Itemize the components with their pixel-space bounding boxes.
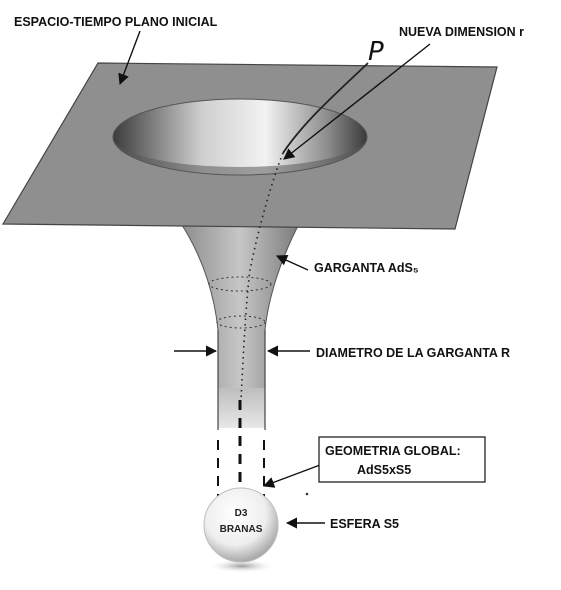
hole-inner-shade (113, 137, 367, 175)
label-throat-diameter: DIAMETRO DE LA GARGANTA R (316, 346, 510, 360)
label-throat: GARGANTA AdS₅ (314, 261, 419, 275)
label-point-p: P (368, 37, 384, 67)
global-geometry-box (318, 436, 486, 483)
throat-section-lower (216, 315, 266, 329)
label-branes-line1: D3 (235, 508, 248, 519)
dimension-curve-dotted (240, 152, 284, 401)
label-sphere: ESFERA S5 (330, 517, 399, 531)
arrow-global-geometry (262, 464, 321, 488)
label-flat-spacetime: ESPACIO-TIEMPO PLANO INICIAL (14, 15, 218, 29)
label-branes-line2: BRANAS (220, 524, 263, 535)
arrow-flat-spacetime (118, 30, 141, 86)
label-global-geometry-title: GEOMETRIA GLOBAL: (325, 444, 461, 458)
sphere-shadow (208, 559, 276, 573)
dimension-curve-solid (282, 62, 369, 154)
sphere-s5 (203, 487, 279, 563)
throat-section-upper (208, 276, 272, 292)
label-new-dimension: NUEVA DIMENSION r (399, 25, 524, 39)
throat-funnel (179, 221, 301, 396)
label-global-geometry-value: AdS5xS5 (357, 463, 411, 477)
small-dot (305, 492, 309, 496)
arrow-throat (275, 255, 309, 271)
arrow-new-dimension (283, 43, 431, 160)
